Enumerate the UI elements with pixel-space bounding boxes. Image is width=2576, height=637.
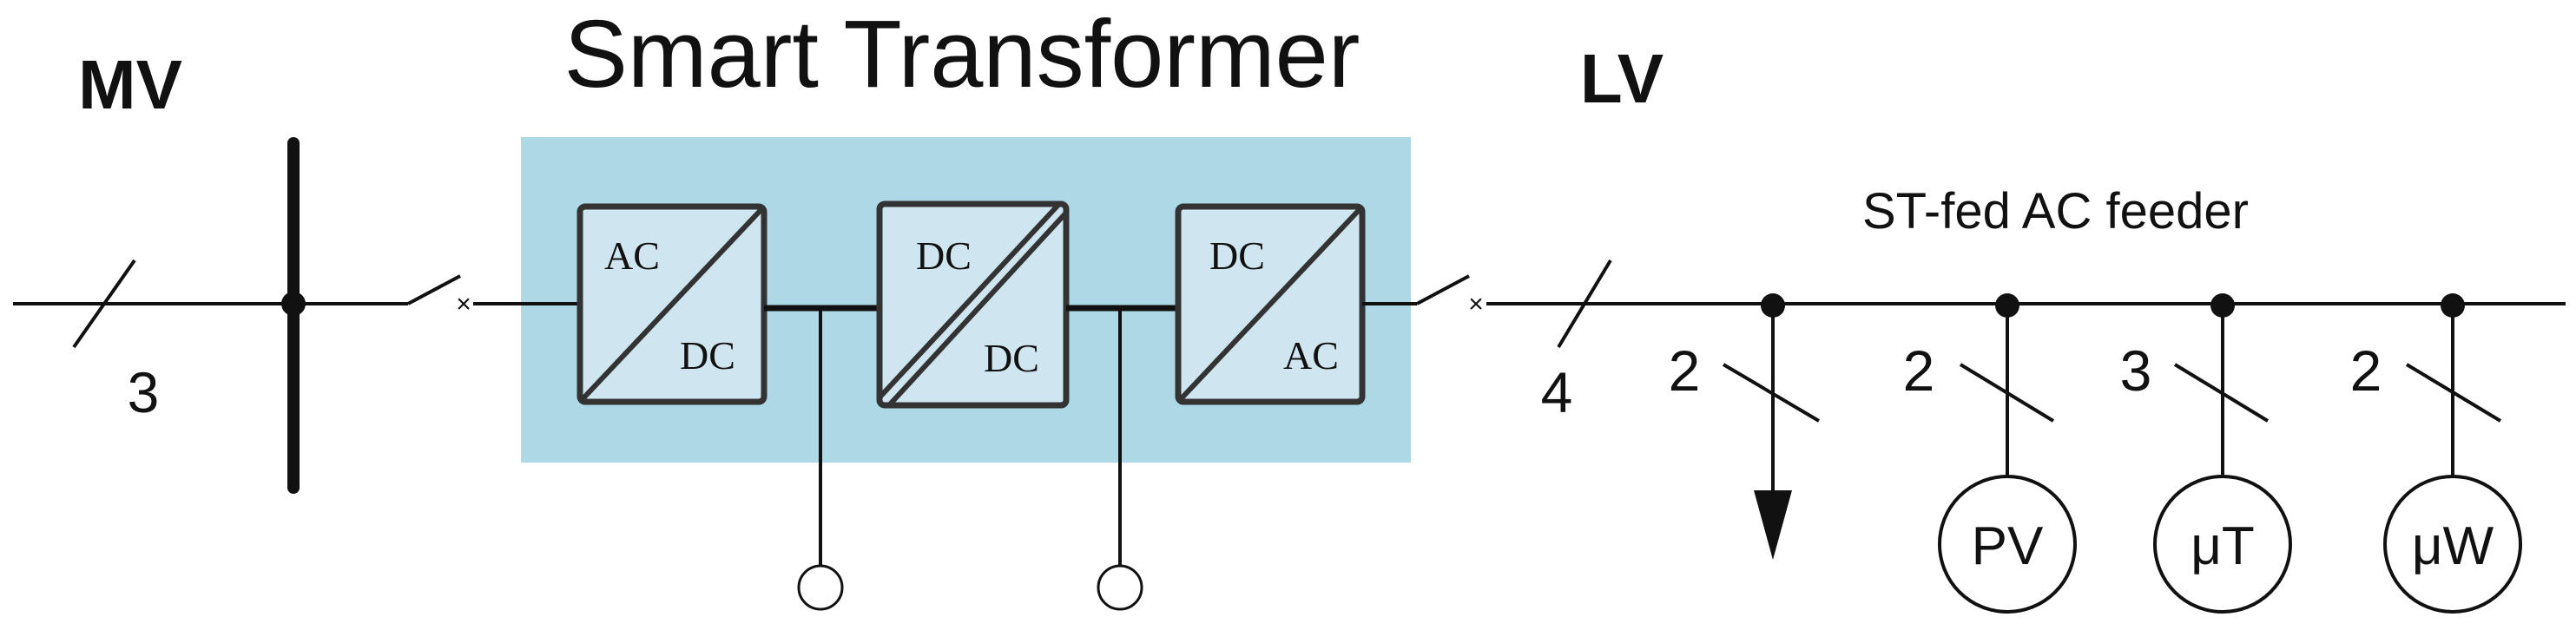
converter-1-top: AC: [604, 233, 660, 278]
converter-2-top: DC: [916, 233, 972, 278]
mv-phase-count: 3: [128, 360, 160, 424]
uw-generator-label: μW: [2412, 516, 2494, 576]
mv-label: MV: [78, 46, 182, 123]
converter-3-bottom: AC: [1283, 333, 1339, 378]
pv-generator: [1938, 475, 2077, 614]
load-phase-count: 2: [1669, 338, 1701, 403]
converter-3-top: DC: [1209, 233, 1265, 278]
load-arrow: [1754, 490, 1792, 560]
ut-generator: [2153, 475, 2292, 614]
ut-generator-label: μT: [2191, 516, 2255, 576]
uw-phase-slash: [2405, 363, 2502, 423]
dc-port-1: [797, 564, 844, 611]
pv-phase-slash: [1959, 363, 2055, 423]
uw-generator: [2383, 475, 2522, 614]
uw-phase-count: 2: [2350, 338, 2382, 403]
lv-phase-slash: [1557, 259, 1612, 349]
ut-phase-count: 3: [2120, 338, 2152, 403]
mv-bus-node: [281, 292, 306, 316]
smart-transformer-title: Smart Transformer: [564, 1, 1360, 108]
ut-phase-slash: [2173, 363, 2270, 423]
converter-ac-dc: AC DC: [576, 203, 768, 405]
pv-phase-count: 2: [1903, 338, 1935, 403]
feeder-label: ST-fed AC feeder: [1862, 183, 2249, 240]
mv-breaker-blade: [407, 274, 461, 305]
mv-breaker-contact: ×: [456, 290, 471, 318]
lv-breaker-contact: ×: [1468, 290, 1484, 318]
lv-phase-count: 4: [1541, 360, 1573, 424]
dc-port-2: [1097, 564, 1143, 611]
mv-phase-slash: [72, 259, 136, 349]
lv-label: LV: [1580, 40, 1664, 117]
converter-1-bottom: DC: [680, 333, 735, 378]
converter-dc-dc: DC DC: [876, 200, 1070, 409]
lv-breaker-blade: [1416, 274, 1470, 305]
pv-generator-label: PV: [1972, 516, 2044, 576]
load-phase-slash: [1722, 363, 1821, 423]
converter-dc-ac: DC AC: [1175, 203, 1366, 405]
converter-2-bottom: DC: [984, 336, 1039, 380]
